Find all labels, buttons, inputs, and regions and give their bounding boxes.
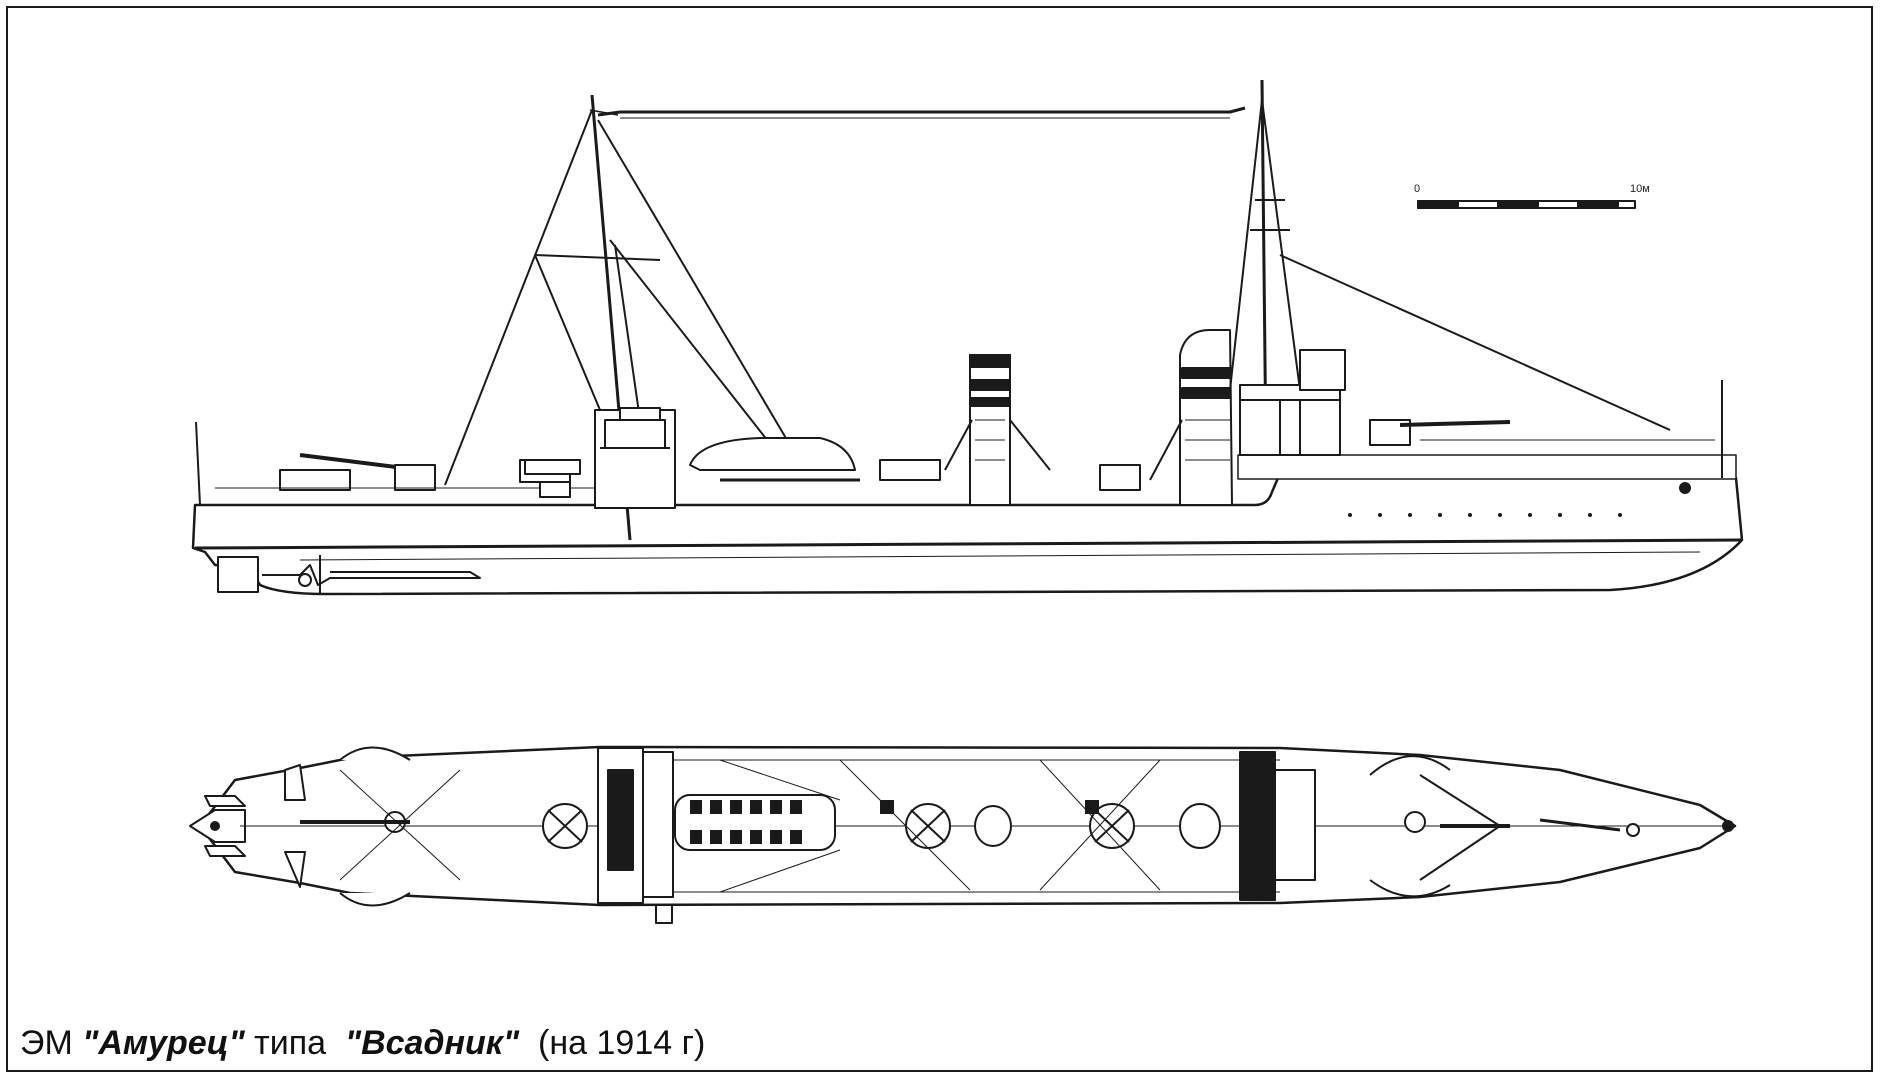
stern-gun <box>279 453 436 491</box>
ship-boat <box>689 437 856 471</box>
funnel-fore <box>1149 329 1233 506</box>
scale-bar: 0 10м <box>1414 183 1650 209</box>
fore-gun <box>1369 419 1511 446</box>
bow-anchor-icon <box>1722 820 1734 832</box>
funnel-aft-plan <box>974 805 1012 847</box>
side-elevation <box>191 79 1744 596</box>
mainmast <box>444 94 791 541</box>
anchor-icon <box>1679 482 1691 494</box>
hull-outline <box>191 476 1744 596</box>
scale-start-label: 0 <box>1414 183 1420 195</box>
deck-plan <box>189 745 1737 924</box>
drawing-caption: ЭМ "Амурец" типа "Всадник" (на 1914 г) <box>20 1024 705 1063</box>
forward-bridge-plan <box>1239 751 1316 901</box>
caption-class-name: "Всадник" <box>344 1024 520 1062</box>
scale-end-label: 10м <box>1630 183 1650 195</box>
funnel-fore-plan <box>1179 803 1221 849</box>
caption-prefix: ЭМ <box>20 1024 73 1062</box>
aft-bridge-plan <box>597 747 674 904</box>
funnel-aft <box>944 354 1051 506</box>
rudder-propeller <box>217 555 481 595</box>
forward-bridge <box>1239 349 1346 456</box>
triatic-stay <box>597 106 1246 117</box>
caption-ship-name: "Амурец" <box>82 1024 245 1062</box>
stern-fittings <box>189 764 306 888</box>
vent <box>1099 464 1141 491</box>
aft-deckhouse <box>594 407 676 509</box>
caption-type-word: типа <box>254 1024 327 1062</box>
caption-year-note: (на 1914 г) <box>538 1024 706 1062</box>
torpedo-tube-mid <box>524 459 941 481</box>
